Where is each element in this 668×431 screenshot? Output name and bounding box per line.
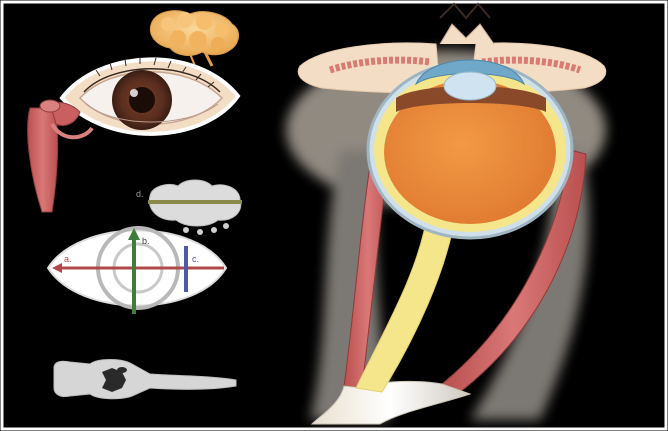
label-d: d.	[136, 189, 144, 199]
eyeball-cross-section	[368, 60, 572, 238]
label-c: c.	[192, 254, 199, 264]
label-b: b.	[142, 236, 150, 246]
label-a: a.	[64, 254, 72, 264]
lens	[444, 72, 496, 100]
